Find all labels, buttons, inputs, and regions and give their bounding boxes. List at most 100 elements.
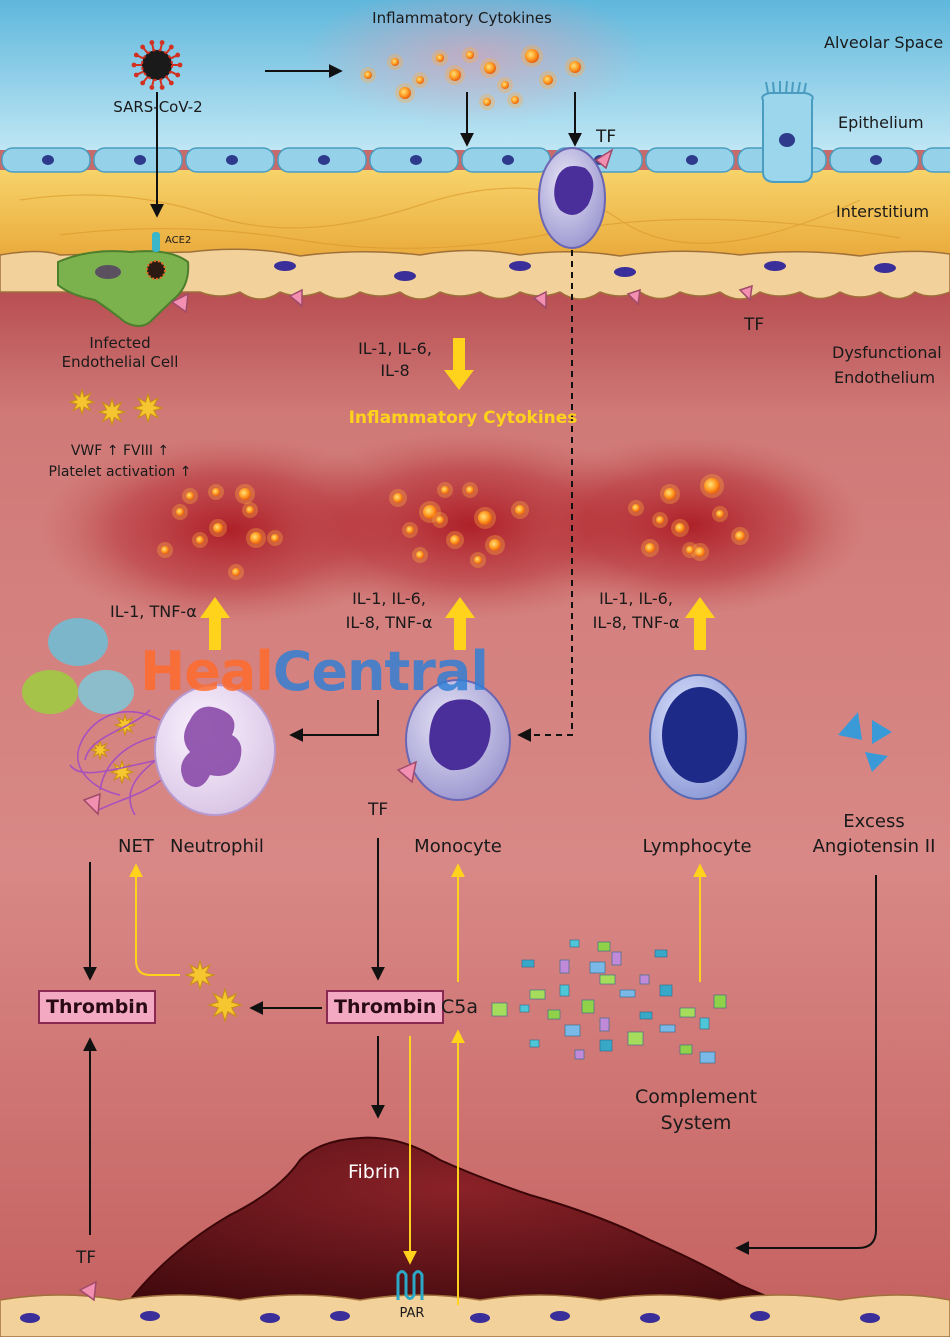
cytokine-particle	[525, 49, 539, 63]
par-receptor-icon	[396, 1270, 424, 1300]
complement-fragment	[521, 959, 535, 968]
label-ace2: ACE2	[165, 235, 192, 246]
cytokine-particles	[157, 45, 749, 580]
thick-arrow-lymphocyte-up	[685, 597, 715, 650]
label-vwf-fviii: VWF ↑ FVIII ↑	[70, 443, 170, 459]
cytokine-particle	[436, 516, 444, 524]
fibrin-clot	[129, 1136, 791, 1306]
complement-fragment	[529, 1039, 540, 1048]
virus-spike-tip	[175, 52, 181, 58]
label-dysfunctional-line2: Endothelium	[834, 368, 936, 387]
virus-spike-tip	[177, 62, 183, 68]
label-fibrin: Fibrin	[347, 1161, 401, 1183]
epithelial-nucleus	[318, 155, 330, 165]
complement-fragment	[529, 989, 546, 1000]
label-lymphocyte: Lymphocyte	[642, 836, 752, 857]
label-il-center-line2: IL-8, TNF-α	[345, 613, 433, 632]
cytokine-particle	[489, 539, 501, 551]
epithelial-nucleus	[226, 155, 238, 165]
complement-fragment	[679, 1007, 696, 1018]
complement-fragment	[581, 999, 595, 1014]
lymphocyte-cell	[649, 674, 747, 800]
label-neutrophil: Neutrophil	[170, 836, 264, 857]
complement-fragment	[569, 939, 580, 948]
tf-marker-endothelium-3	[532, 290, 547, 310]
label-interstitium: Interstitium	[836, 202, 930, 221]
label-complement: Complement	[634, 1086, 758, 1108]
label-tf-monocyte: TF	[368, 800, 389, 820]
complement-fragment	[627, 1031, 644, 1046]
complement-fragment	[699, 1017, 710, 1030]
bottom-endothelial-nuclei	[20, 1311, 880, 1323]
tf-marker-bottom	[78, 1280, 97, 1302]
interstitium-layer	[0, 170, 950, 260]
watermark-logo: HealCentral	[140, 640, 489, 703]
endothelial-nucleus	[874, 263, 896, 273]
virus-spike-tip	[149, 40, 155, 45]
label-dysfunctional-line1: Dysfunctional	[832, 343, 942, 362]
endothelial-nuclei	[274, 261, 896, 281]
endothelium-layer	[0, 248, 950, 300]
cytokine-particle	[161, 546, 169, 554]
angiotensin-ii-molecules	[838, 712, 892, 772]
cytokine-particle	[250, 532, 262, 544]
cytokine-particle	[695, 547, 705, 557]
platelet-shape	[89, 739, 111, 761]
cytokine-particle	[176, 508, 184, 516]
platelet-shape	[68, 388, 96, 416]
label-par: PAR	[399, 1306, 425, 1321]
complement-fragment	[699, 1051, 716, 1064]
yellow-arrow-platelets-to-net	[129, 863, 180, 976]
platelet-shape	[113, 713, 137, 737]
watermark-part2: Central	[272, 640, 489, 703]
cytokine-particle	[466, 51, 474, 59]
cytokine-particle	[406, 526, 414, 534]
tf-marker-endothelium-1	[170, 292, 189, 314]
cytokine-particle	[213, 523, 223, 533]
tf-marker-endothelium-5	[738, 284, 753, 302]
virus-spike-tip	[140, 44, 146, 50]
platelets-near-thrombin	[184, 959, 243, 1023]
label-sars-cov-2: SARS-CoV-2	[113, 98, 203, 116]
label-il-left: IL-1, TNF-α	[110, 602, 197, 621]
epithelial-nucleus	[870, 155, 882, 165]
cytokine-particle	[511, 96, 519, 104]
label-il-mid-line1: IL-1, IL-6,	[358, 339, 432, 358]
virus-spike-tip	[168, 44, 174, 50]
complement-fragment	[564, 1024, 581, 1037]
endothelial-nucleus	[509, 261, 531, 271]
endothelial-nucleus	[470, 1313, 490, 1323]
platelet-shape	[207, 987, 243, 1023]
complement-fragment	[679, 1044, 693, 1055]
cytokine-particle	[716, 510, 724, 518]
thick-arrow-neutrophil-up	[200, 597, 230, 650]
epithelial-nucleus	[134, 155, 146, 165]
watermark-part1: Heal	[140, 640, 274, 703]
cytokine-particle	[232, 568, 240, 576]
label-platelet-activation: Platelet activation ↑	[48, 464, 192, 480]
complement-fragment	[491, 1002, 508, 1017]
cytokine-particle	[735, 531, 745, 541]
arrow-monocyte-to-neutrophil	[289, 700, 379, 742]
cytokine-particle	[501, 81, 509, 89]
cytokine-particle	[212, 488, 220, 496]
label-monocyte: Monocyte	[414, 836, 502, 857]
endothelial-nucleus	[550, 1311, 570, 1321]
endothelial-nucleus	[860, 1313, 880, 1323]
endothelial-nucleus	[750, 1311, 770, 1321]
infected-endothelial-cell	[57, 232, 190, 327]
thick-arrow-monocyte-up	[445, 597, 475, 650]
platelet-shape	[97, 397, 127, 427]
cytokine-particle	[664, 488, 676, 500]
cytokine-particle	[186, 492, 194, 500]
complement-fragment	[519, 1004, 530, 1013]
label-il-center-line1: IL-1, IL-6,	[352, 589, 426, 608]
cytokine-halo-right	[515, 435, 865, 615]
complement-fragment	[713, 994, 727, 1009]
virus-spike-tip	[175, 72, 181, 78]
cytokine-particle	[416, 76, 424, 84]
arrow-angiotensin-to-clot	[735, 875, 877, 1255]
complement-fragment	[599, 1039, 613, 1052]
